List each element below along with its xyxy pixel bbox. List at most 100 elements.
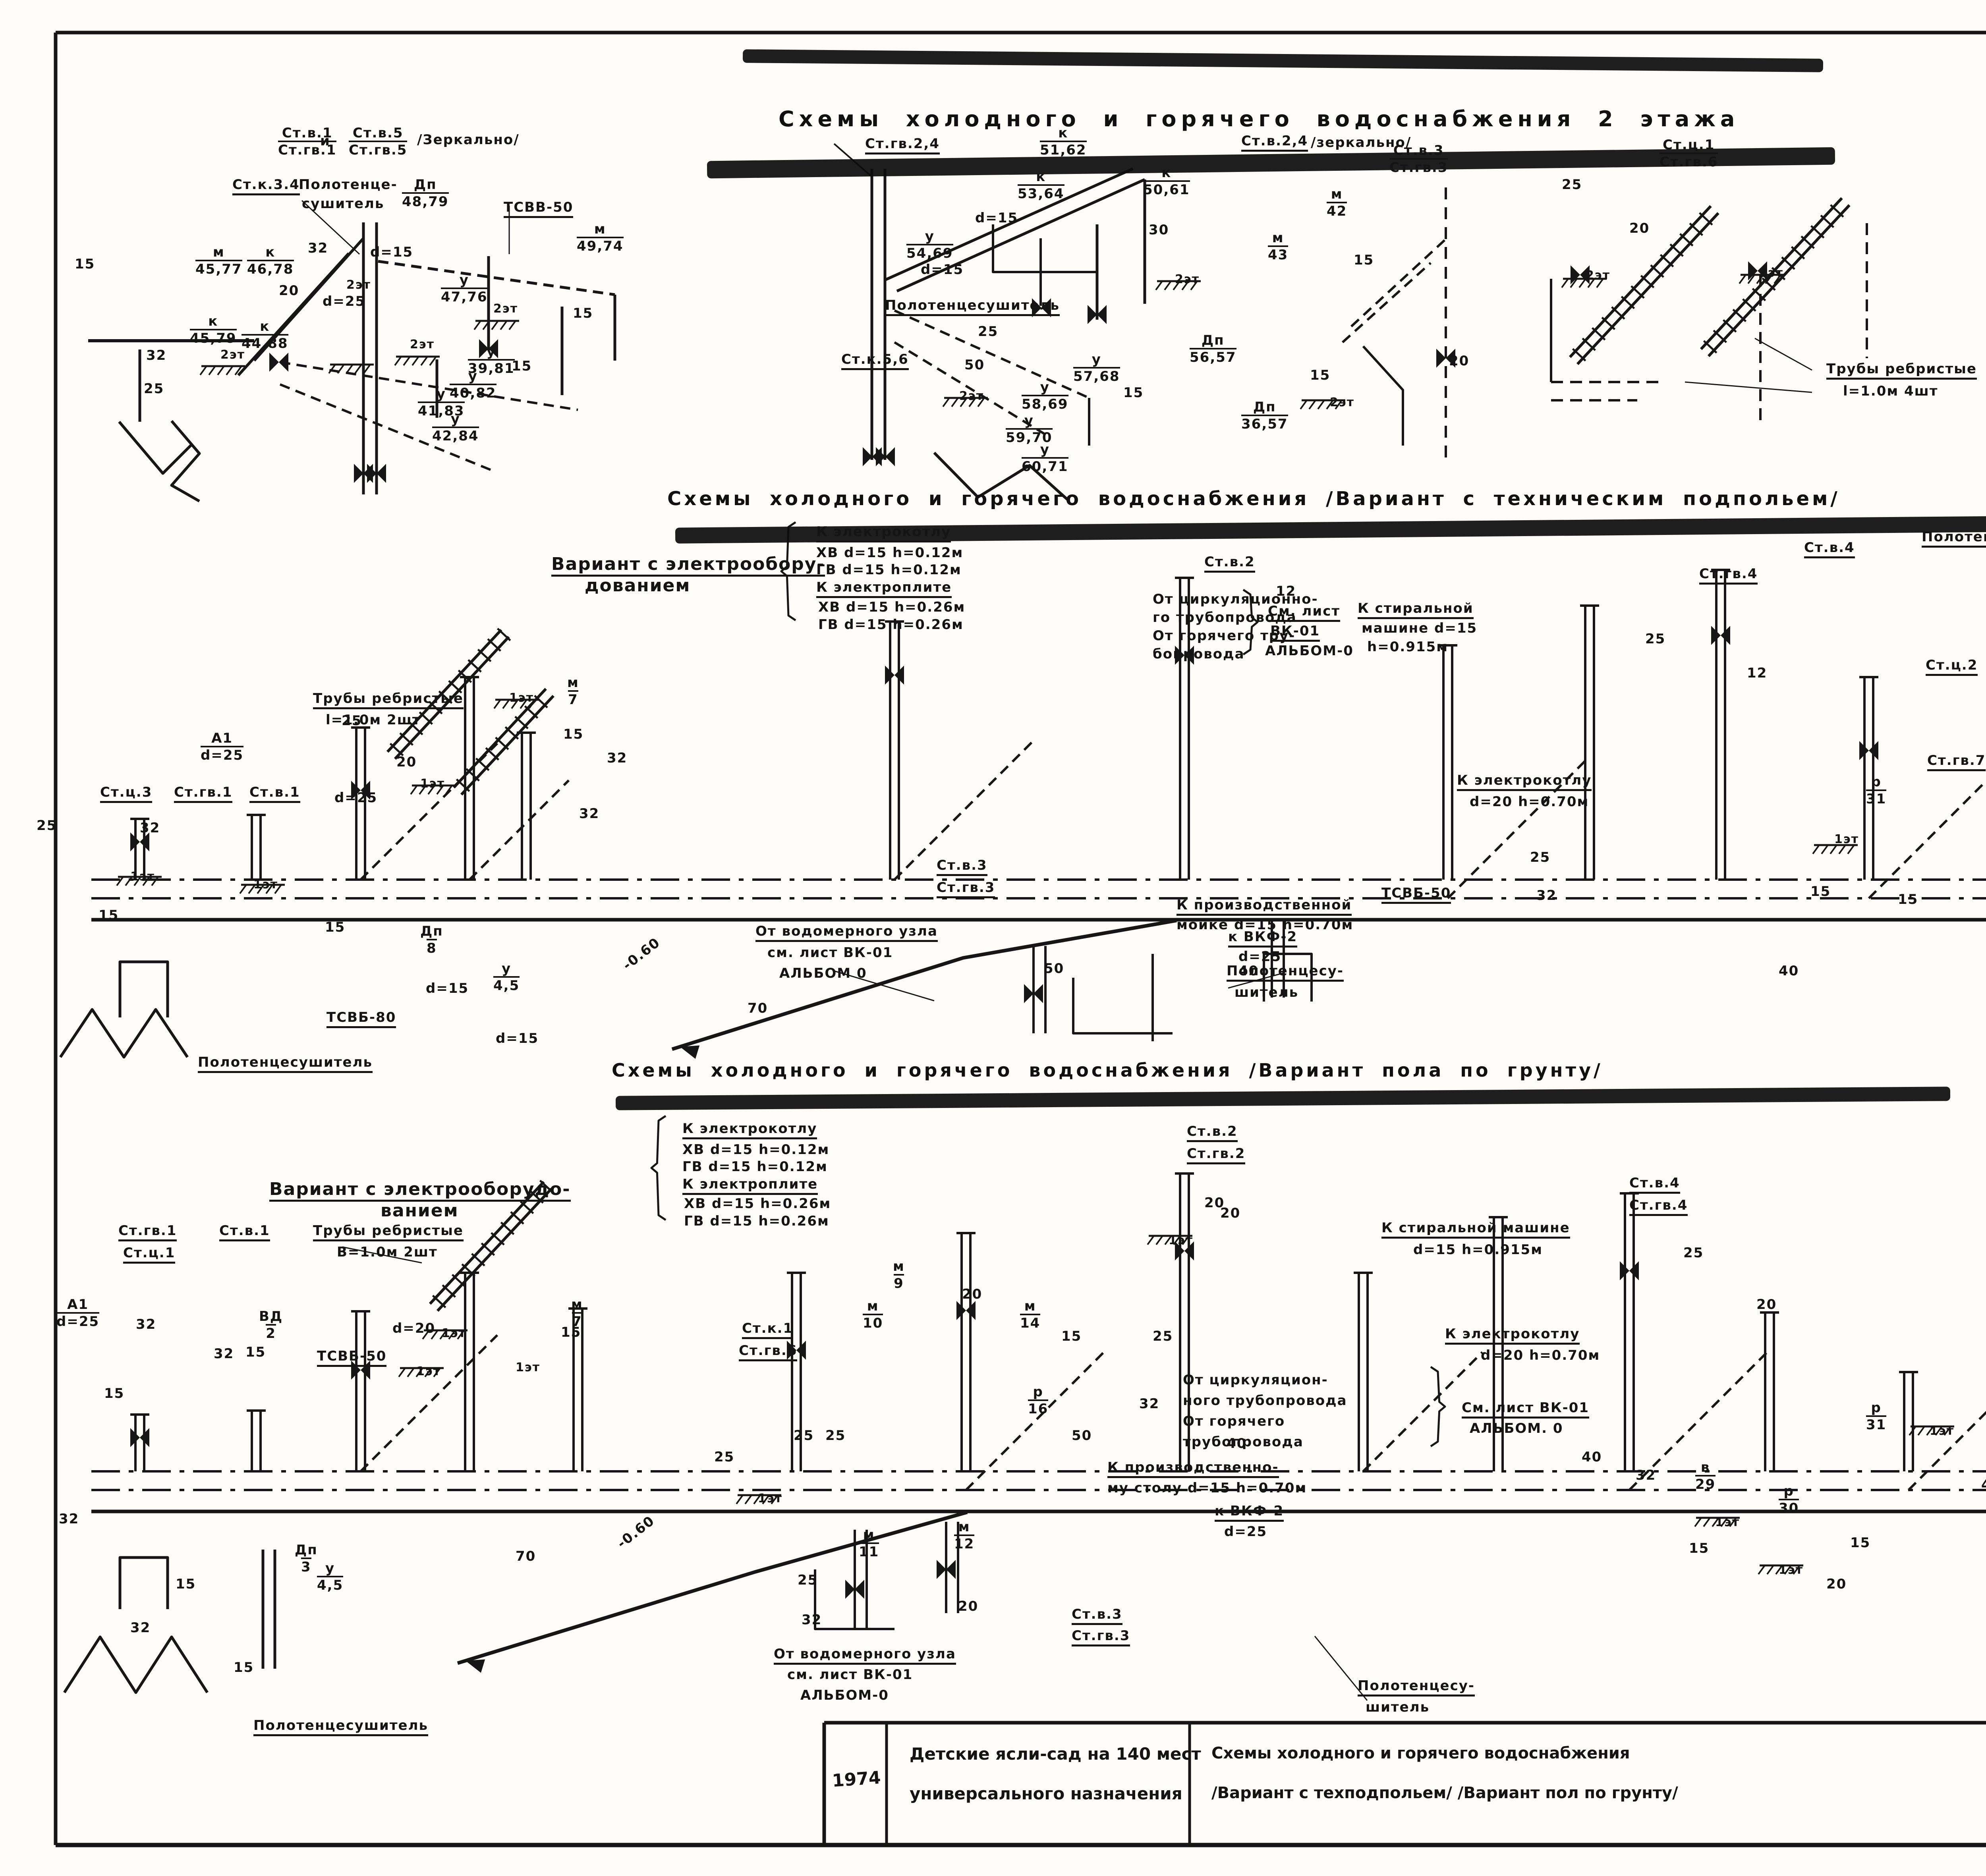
diagram-label: 25 [978,324,999,340]
diagram-label: От циркуляцион- [1183,1372,1328,1388]
diagram-label: Полотенцесу- [1227,964,1344,982]
diagram-label: 50 [964,357,985,373]
diagram-label: 1эт [416,1365,441,1378]
diagram-label: 32 [136,1316,156,1332]
diagram-label: 32 [802,1612,822,1628]
diagram-label: 20 [396,754,417,770]
diagram-label: шитель [1366,1699,1430,1715]
diagram-label: 32 [140,820,160,836]
diagram-label: К производственной [1177,898,1352,916]
diagram-label: трубопровода [1183,1434,1304,1450]
diagram-label: см. лист ВК-01 [787,1667,913,1683]
diagram-label: Трубы ребристые [1826,362,1977,380]
diagram-label: 25 [342,713,362,729]
diagram-label: К стиральной машине [1381,1221,1570,1239]
tb-subject-1: Схемы холодного и горячего водоснабжения [1211,1744,1630,1762]
diagram-label: 40 [1238,963,1259,979]
diagram-label: 2эт [1586,268,1611,282]
diagram-label: Ст.ц.1 [123,1246,176,1264]
diagram-label: 32 [1636,1467,1656,1483]
diagram-label: 15 [1310,367,1331,383]
diagram-label: 15 [1810,884,1831,899]
diagram-label: 40 [1779,963,1799,979]
diagram-label: 1эт [516,1361,541,1374]
diagram-label: 1эт [1779,1563,1804,1577]
diagram-label: 15 [1354,252,1374,268]
diagram-label: 20 [1756,1297,1777,1312]
diagram-label: d=15 [426,980,469,996]
diagram-label: d=25 [1238,949,1282,965]
diagram-label: ГВ d=15 h=0.12м [682,1159,828,1175]
diagram-label: Вариант с электрообору- [551,555,825,577]
diagram-label: го трубопровода [1153,610,1297,625]
diagram-label: 32 [130,1620,151,1636]
diagram-label: 12 [1747,665,1768,681]
diagram-label: 1эт [509,691,534,705]
diagram-label: ВК-01 [1270,624,1320,642]
diagram-label: 1эт [758,1492,783,1505]
diagram-label: 20 [958,1598,979,1614]
diagram-label: 25 [714,1449,735,1465]
diagram-label: К стиральной [1358,601,1474,619]
diagram-label: ТСВБ-50 [317,1349,387,1367]
diagram-label: Ст.ц.2 [1926,658,1978,676]
diagram-label: От горячего [1183,1413,1285,1429]
diagram-label: d=25 [1224,1524,1267,1540]
diagram-label: 1эт [442,1326,467,1340]
diagram-label: см. лист ВК-01 [767,945,893,961]
diagram-label: 15 [99,907,119,923]
diagram-label: 20 [279,283,299,299]
diagram-label: 25 [144,381,164,397]
diagram-label: Ст.в.3 [1072,1607,1122,1625]
title-middle: Схемы холодного и горячего водоснабжения… [667,488,1840,510]
diagram-label: ТСВБ-80 [326,1010,396,1028]
diagram-label: 32 [579,806,600,822]
diagram-label: d=15 h=0.915м [1413,1242,1543,1258]
diagram-label: 32 [59,1511,79,1527]
diagram-label: 2эт [410,338,435,351]
diagram-label: Ст.в.3 [937,858,987,876]
diagram-label: ХВ d=15 h=0.26м [818,599,966,615]
diagram-label: 25 [1530,849,1551,865]
diagram-label: 15 [245,1344,266,1360]
diagram-label: ТСВВ-50 [504,200,574,218]
diagram-label: 12 [1276,583,1296,599]
diagram-label: d=25 [323,293,366,309]
diagram-label: К электроплите [682,1177,818,1195]
diagram-label: 2эт [493,302,518,316]
diagram-label: Ст.гв.6 [739,1343,798,1361]
diagram-label: 20 [1449,353,1470,369]
diagram-label: К электроплите [816,580,952,598]
diagram-label: Полотенце- [299,177,398,193]
diagram-label: 32 [1139,1396,1160,1412]
diagram-label: 40 [1582,1449,1602,1465]
tb-subject-2: /Вариант с техподпольем/ /Вариант пол по… [1211,1784,1678,1802]
diagram-label: ХВ d=15 h=0.12м [682,1142,830,1158]
diagram-label: 25 [1153,1328,1173,1344]
diagram-label: 2эт [220,348,245,362]
diagram-label: 20 [962,1286,983,1302]
diagram-label: ХВ d=15 h=0.12м [816,545,964,561]
diagram-label: 32 [146,347,167,363]
